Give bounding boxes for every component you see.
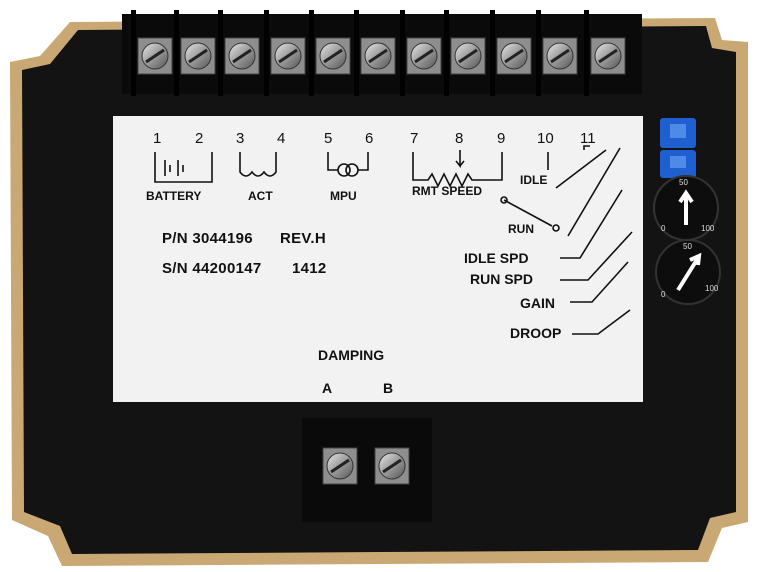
damping-screw-b[interactable]: [374, 447, 410, 485]
damping-b-label: B: [383, 380, 394, 396]
mpu-label: MPU: [330, 189, 357, 203]
terminal-screw[interactable]: [315, 37, 351, 75]
damping-a-label: A: [322, 380, 333, 396]
run-spd-label: RUN SPD: [470, 271, 534, 287]
label-panel: [113, 116, 643, 402]
terminal-number: 9: [497, 130, 506, 147]
idle-spd-label: IDLE SPD: [464, 250, 529, 266]
terminal-screw[interactable]: [450, 37, 486, 75]
terminal-number: 5: [324, 130, 333, 147]
gain-dial-scale-mid: 50: [679, 178, 688, 187]
terminal-screws: [131, 10, 626, 96]
terminal-screw[interactable]: [496, 37, 532, 75]
droop-dial-scale-min: 0: [661, 290, 666, 299]
terminal-number: 2: [195, 130, 204, 147]
terminal-number: 11: [580, 130, 596, 147]
serial-number: S/N 44200147: [162, 260, 262, 277]
idle-label: IDLE: [520, 173, 548, 187]
terminal-schematic: [154, 145, 633, 335]
gain-dial-scale-min: 0: [661, 224, 666, 233]
terminal-number: 4: [277, 130, 286, 147]
terminal-number: 10: [537, 130, 554, 147]
part-number: P/N 3044196: [162, 230, 253, 247]
droop-label: DROOP: [510, 325, 562, 341]
droop-dial-scale-max: 100: [705, 284, 719, 293]
terminal-screw[interactable]: [406, 37, 442, 75]
terminal-number: 7: [410, 130, 419, 147]
act-label: ACT: [248, 189, 273, 203]
damping-terminal-block: [302, 418, 432, 522]
damping-screws: [322, 447, 410, 485]
run-label: RUN: [508, 222, 534, 236]
terminal-screw[interactable]: [360, 37, 396, 75]
terminal-screw[interactable]: [224, 37, 260, 75]
terminal-screw[interactable]: [270, 37, 306, 75]
droop-dial[interactable]: [655, 239, 721, 305]
rmt-speed-label: RMT SPEED: [412, 184, 483, 198]
terminal-screw[interactable]: [137, 37, 173, 75]
damping-label: DAMPING: [318, 347, 385, 363]
terminal-number: 1: [153, 130, 162, 147]
terminal-screw[interactable]: [590, 37, 626, 75]
terminal-screw[interactable]: [542, 37, 578, 75]
battery-label: BATTERY: [146, 189, 202, 203]
gain-label: GAIN: [520, 295, 555, 311]
terminal-number: 6: [365, 130, 374, 147]
gain-dial-scale-max: 100: [701, 224, 715, 233]
terminal-number: 8: [455, 130, 464, 147]
terminal-number: 3: [236, 130, 245, 147]
damping-screw-a[interactable]: [322, 447, 358, 485]
droop-dial-scale-mid: 50: [683, 242, 692, 251]
date-code: 1412: [292, 260, 327, 277]
terminal-screw[interactable]: [180, 37, 216, 75]
revision: REV.H: [280, 230, 326, 247]
gain-dial[interactable]: [653, 175, 719, 241]
